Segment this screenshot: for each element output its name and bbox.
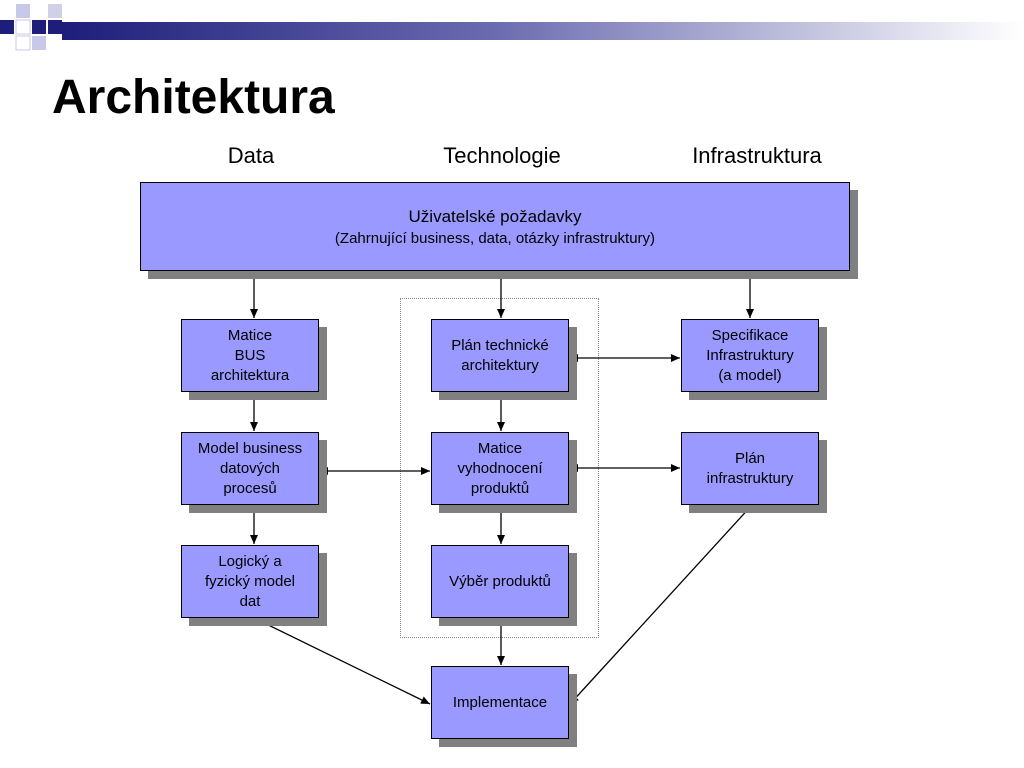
infra-spec-line2: Infrastruktury (706, 346, 794, 364)
implementation-line1: Implementace (452, 693, 548, 711)
bus-matrix-box: Matice BUS architektura (181, 319, 319, 392)
infra-spec-line3: (a model) (718, 366, 782, 384)
bus-matrix-line1: Matice (227, 326, 273, 344)
infra-plan-line1: Plán (734, 449, 766, 467)
eval-matrix-line2: vyhodnocení (457, 459, 543, 477)
user-requirements-box: Uživatelské požadavky (Zahrnující busine… (140, 182, 850, 271)
eval-matrix-line3: produktů (470, 479, 530, 497)
logical-physical-model-box: Logický a fyzický model dat (181, 545, 319, 618)
business-model-line1: Model business (197, 439, 303, 457)
bus-matrix-line3: architektura (210, 366, 290, 384)
logical-model-line1: Logický a (218, 552, 282, 570)
eval-matrix-line1: Matice (477, 439, 523, 457)
product-selection-line1: Výběr produktů (449, 572, 551, 590)
business-process-model-box: Model business datových procesů (181, 432, 319, 505)
tech-plan-line1: Plán technické (451, 336, 549, 354)
user-requirements-title: Uživatelské požadavky (408, 206, 582, 226)
implementation-box: Implementace (431, 666, 569, 739)
product-selection-box: Výběr produktů (431, 545, 569, 618)
header-decoration (0, 4, 1024, 51)
bus-matrix-line2: BUS (234, 346, 266, 364)
logical-model-line3: dat (239, 592, 261, 610)
business-model-line2: datových (219, 459, 281, 477)
slide-title: Architektura (52, 71, 335, 124)
infrastructure-plan-box: Plán infrastruktury (681, 432, 819, 505)
infrastructure-spec-box: Specifikace Infrastruktury (a model) (681, 319, 819, 392)
logical-model-line2: fyzický model (204, 572, 296, 590)
tech-architecture-plan-box: Plán technické architektury (431, 319, 569, 392)
column-header-technology: Technologie (443, 143, 561, 168)
tech-plan-line2: architektury (461, 356, 539, 374)
product-evaluation-matrix-box: Matice vyhodnocení produktů (431, 432, 569, 505)
column-header-data: Data (227, 143, 275, 168)
business-model-line3: procesů (223, 479, 277, 497)
column-header-infrastructure: Infrastruktura (692, 143, 822, 168)
infra-plan-line2: infrastruktury (706, 469, 794, 487)
infra-spec-line1: Specifikace (711, 326, 789, 344)
user-requirements-subtitle: (Zahrnující business, data, otázky infra… (334, 229, 656, 247)
